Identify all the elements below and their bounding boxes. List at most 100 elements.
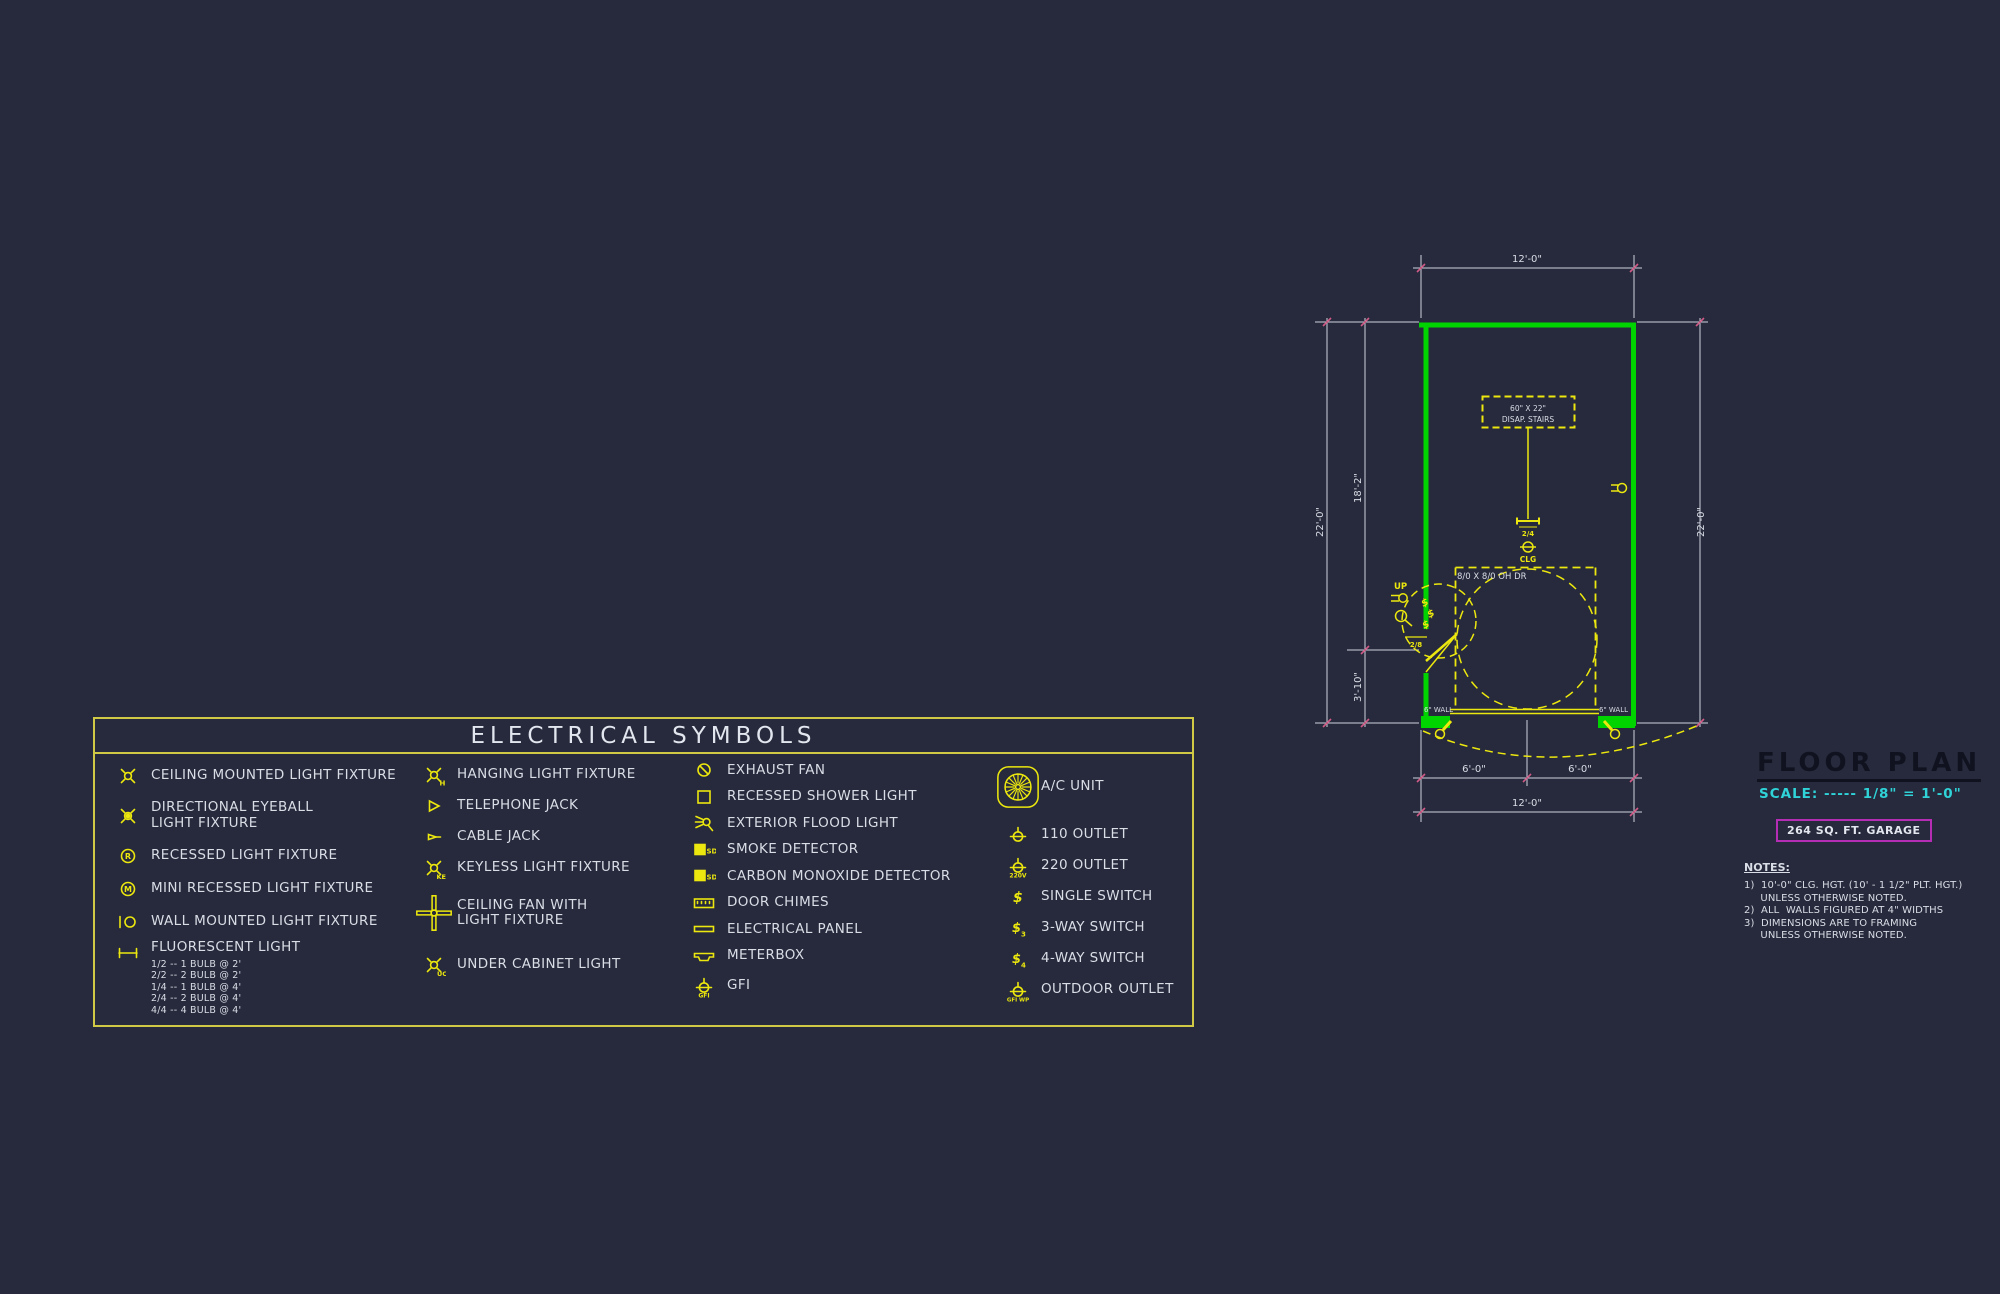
legend-item-label: EXHAUST FAN <box>727 761 826 778</box>
legend-item-label: CEILING FAN WITH LIGHT FIXTURE <box>457 896 588 928</box>
under-cabinet-light-icon: UC <box>411 953 457 977</box>
right-wall-outlet <box>1611 482 1628 494</box>
garage-door-springs <box>1434 720 1621 740</box>
svg-text:GFI WP: GFI WP <box>1007 997 1029 1002</box>
dim-bottom-right: 6'-0" <box>1568 764 1592 775</box>
legend-item-label: EXTERIOR FLOOD LIGHT <box>727 814 899 831</box>
door-size-label: 2/8 <box>1410 641 1422 649</box>
dim-bottom-left: 6'-0" <box>1462 764 1486 775</box>
legend-item: RECESSED SHOWER LIGHT <box>681 784 999 811</box>
legend-item-label: 220 OUTLET <box>1041 856 1129 873</box>
switch-4way-icon: $4 <box>995 947 1041 971</box>
legend-column-1: CEILING MOUNTED LIGHT FIXTURE DIRECTIONAL… <box>105 759 407 1016</box>
legend-item: GFI WP OUTDOOR OUTLET <box>995 974 1195 1005</box>
svg-text:KEY: KEY <box>437 873 447 880</box>
floor-plan-scale: SCALE: ----- 1/8" = 1'-0" <box>1759 786 1962 802</box>
dimension-labels: 12'-0" 6'-0" 6'-0" 12'-0" 22'-0" 18'-2" … <box>1315 254 1707 809</box>
wall-left-label: 6" WALL <box>1424 706 1453 714</box>
legend-item: 220V 220 OUTLET <box>995 850 1195 881</box>
legend-item-label: CABLE JACK <box>457 827 541 844</box>
legend-item-label: HANGING LIGHT FIXTURE <box>457 765 636 782</box>
legend-item-label: RECESSED SHOWER LIGHT <box>727 788 917 804</box>
mini-recessed-light-icon: M <box>105 877 151 901</box>
switch-3way-icon: $3 <box>995 916 1041 940</box>
svg-text:$: $ <box>1012 952 1021 967</box>
legend-item: TELEPHONE JACK <box>411 790 679 821</box>
legend-item-label: 4-WAY SWITCH <box>1041 949 1145 966</box>
directional-eyeball-light-icon <box>105 804 151 828</box>
legend-item-label: OUTDOOR OUTLET <box>1041 980 1174 997</box>
dim-bottom-total: 12'-0" <box>1512 798 1542 809</box>
legend-item-label: ELECTRICAL PANEL <box>727 920 863 937</box>
legend-item-label: DIRECTIONAL EYEBALL LIGHT FIXTURE <box>151 799 314 831</box>
telephone-jack-icon <box>411 794 457 818</box>
wall-right-label: 6" WALL <box>1599 706 1628 714</box>
carbon-monoxide-detector-icon: SD <box>681 864 727 888</box>
legend-item-label: GFI <box>727 977 751 994</box>
legend-item-label: CEILING MOUNTED LIGHT FIXTURE <box>151 766 397 783</box>
entry-door-cluster <box>1391 593 1458 673</box>
ceiling-fan-icon <box>411 892 457 934</box>
notes-lines: 1) 10'-0" CLG. HGT. (10' - 1 1/2" PLT. H… <box>1744 880 1994 943</box>
notes-block: NOTES: 1) 10'-0" CLG. HGT. (10' - 1 1/2"… <box>1744 861 1994 943</box>
note-line: UNLESS OTHERWISE NOTED. <box>1744 892 1907 904</box>
legend-item-label: 110 OUTLET <box>1041 825 1129 842</box>
stairs-size-label: 60" X 22" <box>1510 404 1546 413</box>
fixture-labels: 2/4 CLG UP 2/8 $ $ $ <box>1394 530 1536 649</box>
overhead-door-swing <box>1422 724 1700 758</box>
switch-symbol: $ <box>1420 597 1431 610</box>
notes-title: NOTES: <box>1744 861 1790 874</box>
svg-text:220V: 220V <box>1009 872 1027 878</box>
switch-symbol: $ <box>1421 619 1432 632</box>
entry-door-leaf <box>1425 633 1458 662</box>
up-label: UP <box>1394 582 1407 592</box>
dimension-lines <box>1315 255 1708 822</box>
electrical-fixtures <box>1391 395 1700 758</box>
legend-item-label: UNDER CABINET LIGHT <box>457 956 621 973</box>
legend-item: KEYKEYLESS LIGHT FIXTURE <box>411 852 679 883</box>
legend-item-label: RECESSED LIGHT FIXTURE <box>151 846 338 863</box>
outdoor-outlet-icon: GFI WP <box>995 978 1041 1002</box>
door-chimes-icon <box>681 891 727 915</box>
fluorescent-fixture <box>1516 517 1540 525</box>
legend-item-label: SINGLE SWITCH <box>1041 887 1153 904</box>
area-badge: 264 SQ. FT. GARAGE <box>1776 819 1932 842</box>
note-line: 2) ALL WALLS FIGURED AT 4" WIDTHS <box>1744 905 1944 916</box>
outlet-110-icon <box>995 823 1041 847</box>
wall-mounted-light-icon <box>105 910 151 934</box>
svg-text:$: $ <box>1013 890 1023 906</box>
dim-left-total: 22'-0" <box>1315 507 1326 537</box>
switch-symbol: $ <box>1426 608 1437 621</box>
floor-plan-title: FLOOR PLAN <box>1757 748 1982 782</box>
clg-label: CLG <box>1520 555 1536 564</box>
svg-text:$: $ <box>1012 921 1021 936</box>
svg-text:GFI: GFI <box>698 993 709 999</box>
legend-item: CEILING MOUNTED LIGHT FIXTURE <box>105 759 407 792</box>
legend-item: DIRECTIONAL EYEBALL LIGHT FIXTURE <box>105 792 407 839</box>
legend-item-label: SMOKE DETECTOR <box>727 841 859 857</box>
legend-item: GFI GFI <box>681 969 999 1003</box>
legend-item-label: CARBON MONOXIDE DETECTOR <box>727 867 951 884</box>
legend-item-label: MINI RECESSED LIGHT FIXTURE <box>151 879 374 896</box>
exterior-flood-light-icon <box>681 811 727 835</box>
ac-unit-icon <box>995 764 1041 810</box>
legend-column-3: EXHAUST FAN RECESSED SHOWER LIGHT EXTERIOR… <box>681 757 999 1003</box>
fluorescent-size-list: 1/2 -- 1 BULB @ 2'2/2 -- 2 BULB @ 2'1/4 … <box>151 958 242 1016</box>
dim-top: 12'-0" <box>1512 254 1542 265</box>
note-line: 1) 10'-0" CLG. HGT. (10' - 1 1/2" PLT. H… <box>1744 880 1963 891</box>
recessed-shower-light-icon <box>681 785 727 809</box>
switch-single-icon: $ <box>995 885 1041 909</box>
recessed-light-icon: R <box>105 844 151 868</box>
oh-door-label: 8/0 X 8/0 OH DR <box>1457 572 1527 582</box>
garage-walls <box>1419 322 1636 728</box>
legend-item: ELECTRICAL PANEL <box>681 916 999 943</box>
svg-text:UC: UC <box>437 970 446 977</box>
